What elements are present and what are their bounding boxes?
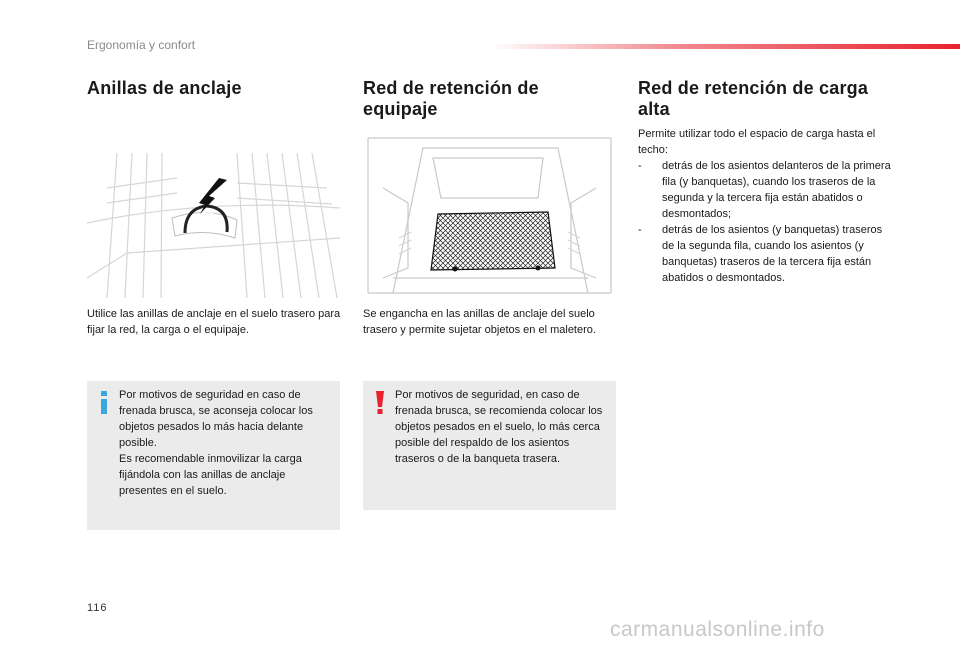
page-number: 116	[87, 602, 108, 614]
anchor-ring-illustration	[87, 128, 340, 300]
anchor-rings-text: Utilice las anillas de anclaje en el sue…	[87, 308, 341, 336]
header-accent-bar	[490, 44, 960, 49]
list-item: - detrás de los asientos (y banquetas) t…	[638, 222, 893, 286]
luggage-net-text: Se engancha en las anillas de anclaje de…	[363, 308, 596, 336]
section-title: Ergonomía y confort	[87, 38, 196, 52]
high-load-net-body: Permite utilizar todo el espacio de carg…	[638, 126, 893, 286]
info-note-box: Por motivos de seguridad en caso de fren…	[87, 381, 340, 530]
list-dash: -	[638, 160, 642, 172]
warning-note-text: Por motivos de seguridad, en caso de fre…	[395, 389, 603, 465]
watermark: carmanualsonline.info	[610, 618, 825, 641]
info-icon	[101, 391, 107, 414]
list-dash: -	[638, 224, 642, 236]
luggage-net-title: Red de retención de equipaje	[363, 78, 539, 119]
list-item-text: detrás de los asientos delanteros de la …	[662, 160, 891, 220]
luggage-net-body: Se engancha en las anillas de anclaje de…	[363, 306, 613, 338]
exclamation-icon	[376, 391, 384, 414]
warning-note-box: Por motivos de seguridad, en caso de fre…	[363, 381, 616, 510]
luggage-net-illustration	[363, 128, 616, 300]
anchor-rings-title: Anillas de anclaje	[87, 78, 242, 98]
info-note-text: Por motivos de seguridad en caso de fren…	[119, 389, 313, 497]
high-load-net-title: Red de retención de carga alta	[638, 78, 869, 119]
list-item: - detrás de los asientos delanteros de l…	[638, 158, 893, 222]
high-load-net-intro: Permite utilizar todo el espacio de carg…	[638, 128, 876, 156]
list-item-text: detrás de los asientos (y banquetas) tra…	[662, 224, 883, 284]
anchor-rings-body: Utilice las anillas de anclaje en el sue…	[87, 306, 342, 338]
